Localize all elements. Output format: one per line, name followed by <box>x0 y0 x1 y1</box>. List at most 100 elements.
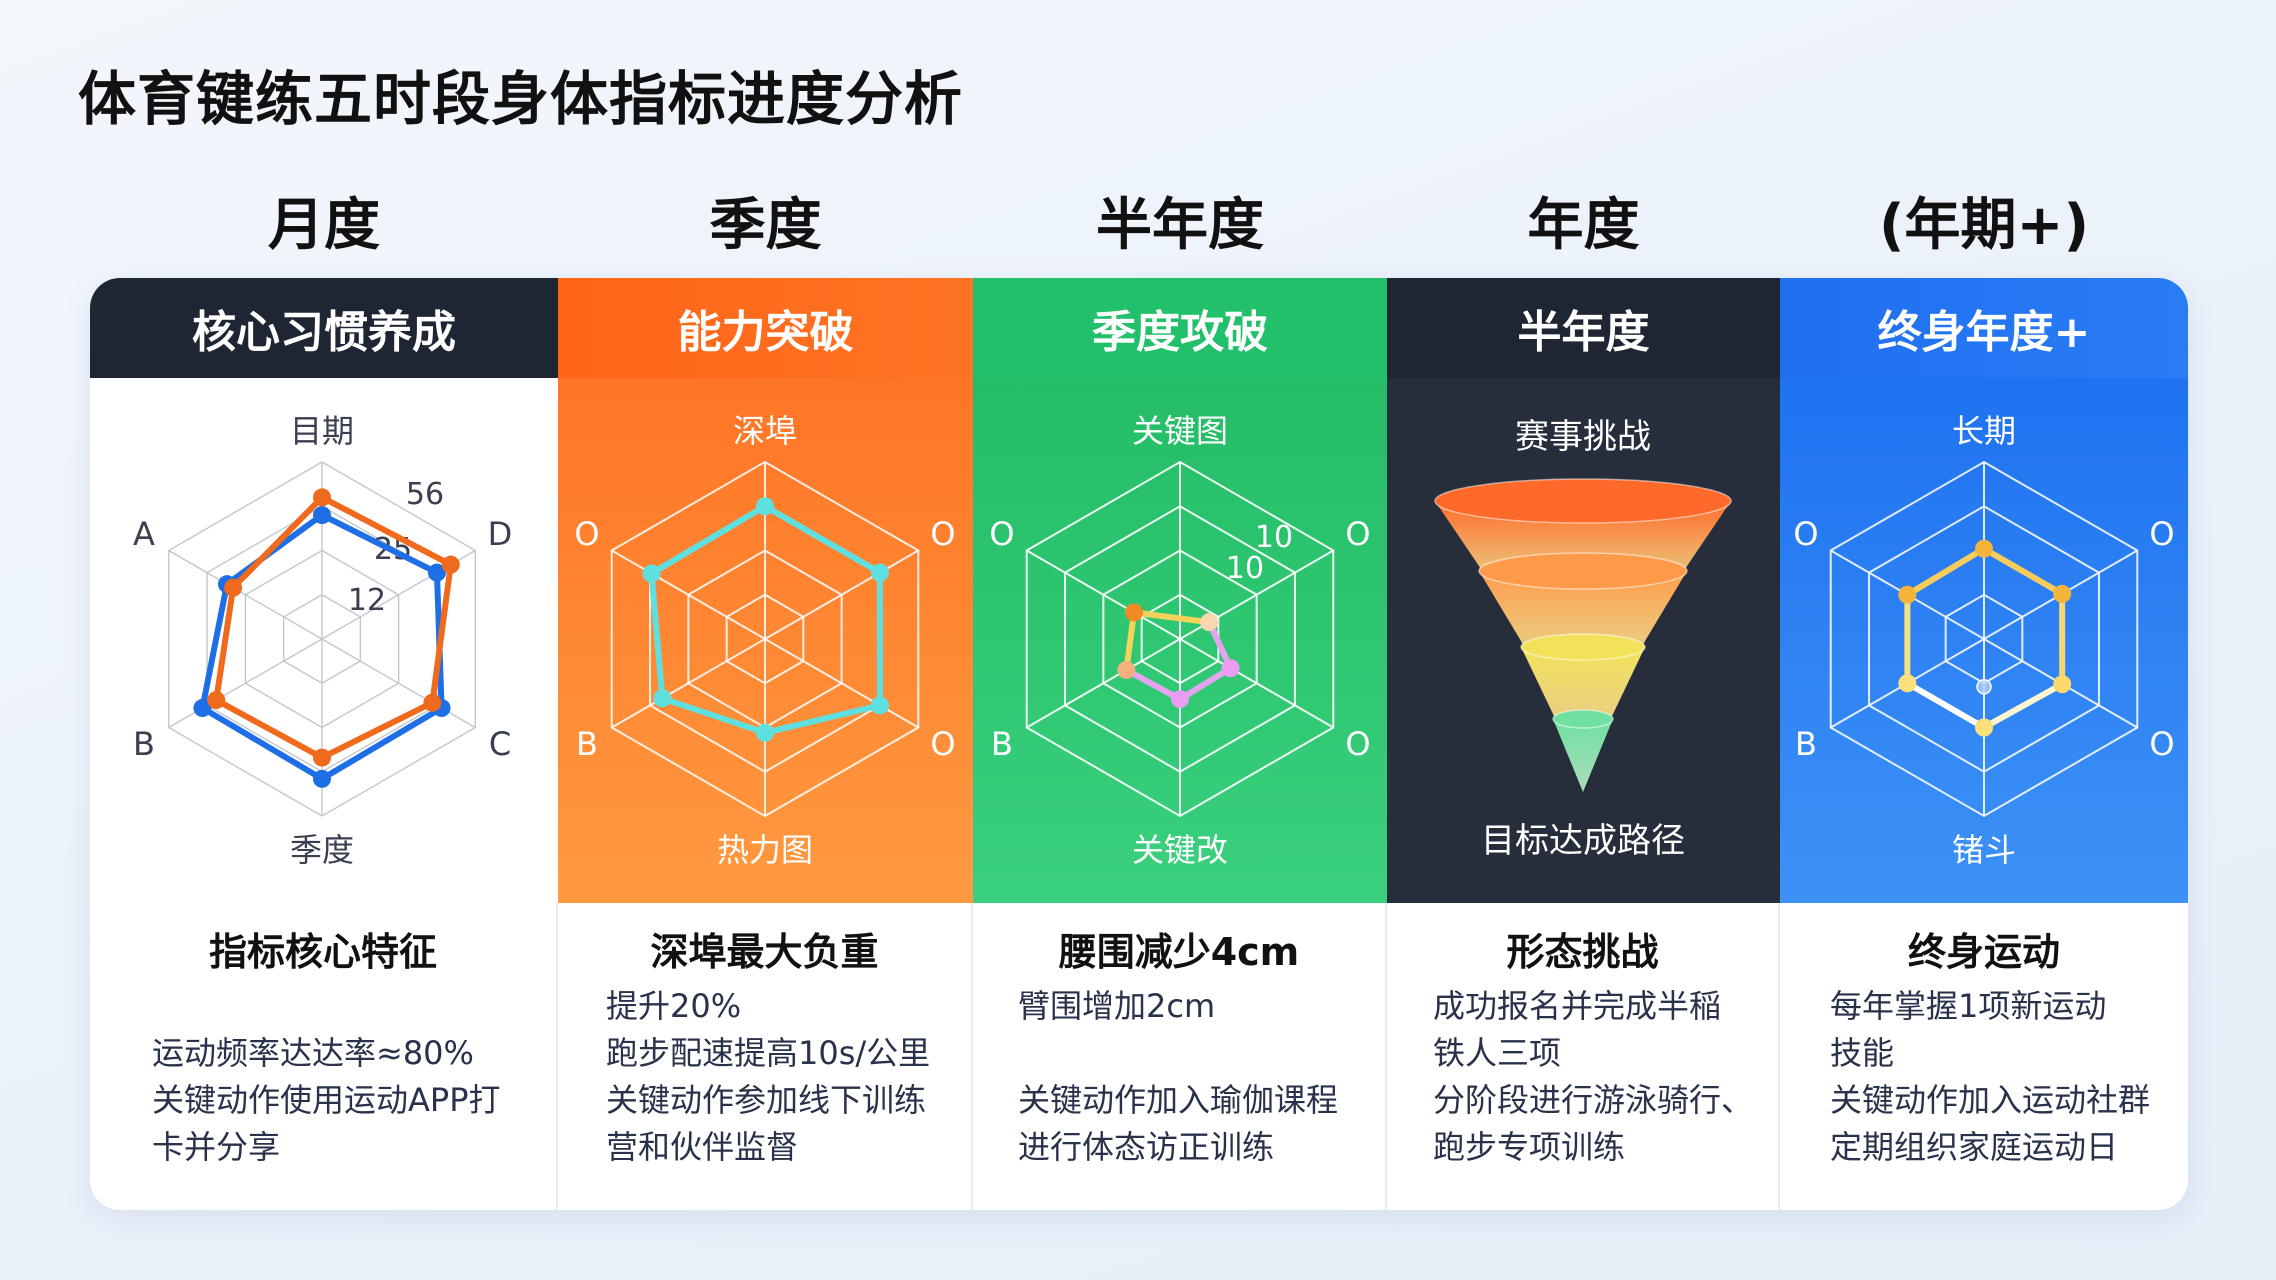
radar-series-line <box>659 695 768 736</box>
radar-axis-label: O <box>930 515 955 553</box>
radar-axis-label: 长期 <box>1952 412 2016 450</box>
funnel-stage <box>1479 571 1687 652</box>
radar-data-point <box>1117 660 1136 679</box>
card-line: 跑步专项训练 <box>1433 1128 1626 1166</box>
radar-data-point <box>2053 675 2072 694</box>
card-line: 分阶段进行游泳骑行、 <box>1433 1081 1754 1119</box>
card-line: 提升20% <box>606 987 742 1025</box>
funnel-stage <box>1521 647 1645 721</box>
radar-series-line <box>1131 609 1213 626</box>
radar-series-line <box>230 494 325 591</box>
card-line: 铁人三项 <box>1433 1034 1562 1072</box>
radar-axis-label: A <box>133 515 155 553</box>
radar-axis-label: B <box>576 725 598 763</box>
radar-data-point <box>193 699 212 718</box>
column-monthly: 核心习惯养成 目期DC季度BA562512 指标核心特征 运动频率达达率≈80%… <box>90 278 558 1210</box>
radar-axis-label: 关键图 <box>1132 412 1228 450</box>
page-title: 体育键练五时段身体指标进度分析 <box>78 65 964 133</box>
radar-axis-line <box>764 638 919 729</box>
card-line: 臂围增加2cm <box>1018 987 1216 1025</box>
funnel-bottom-label: 目标达成路径 <box>1481 821 1685 861</box>
card-line: 进行体态访正训练 <box>1018 1128 1275 1166</box>
radar-axis-label: O <box>930 725 955 763</box>
funnel-stage-top <box>1552 709 1614 729</box>
radar-data-point <box>427 563 446 582</box>
radar-axis-label: B <box>133 725 155 763</box>
card-line: 技能 <box>1830 1034 1895 1072</box>
radar-series-line <box>648 503 768 577</box>
radar-data-point <box>313 506 331 525</box>
radar-series-line <box>1123 609 1138 673</box>
radar-tick-label: 10 <box>1255 520 1293 555</box>
radar-data-point <box>756 497 774 516</box>
radar-series-line <box>1123 666 1183 703</box>
radar-data-point <box>1125 603 1144 622</box>
radar-axis-label: D <box>488 515 513 553</box>
card-line: 关键动作加入运动社群 <box>1830 1081 2151 1119</box>
radar-axis-label: 目期 <box>290 412 354 450</box>
radar-axis-line <box>611 638 766 729</box>
radar-series-line <box>1904 545 1987 598</box>
radar-data-point <box>441 555 460 574</box>
card-line: 关键动作参加线下训练 <box>606 1081 927 1119</box>
radar-data-point <box>870 563 889 582</box>
radar-data-point <box>1221 659 1240 678</box>
card-line: 营和伙伴监督 <box>606 1128 799 1166</box>
radar-tick-label: 10 <box>1226 551 1264 586</box>
radar-series-line <box>319 512 440 576</box>
radar-axis-label: O <box>1345 725 1370 763</box>
radar-series-line <box>648 570 666 702</box>
radar-axis-label: B <box>991 725 1013 763</box>
radar-axis-label: C <box>489 725 511 763</box>
radar-series-line <box>199 705 325 782</box>
card-line: 运动频率达达率≈80% <box>152 1034 474 1072</box>
radar-data-point <box>207 691 226 710</box>
card-line: 跑步配速提高10s/公里 <box>606 1034 931 1072</box>
card-title: 腰围减少4cm <box>1058 930 1300 974</box>
radar-data-point <box>756 723 774 742</box>
column-header: 季度攻破 <box>973 278 1387 378</box>
radar-chart: 目期DC季度BA562512 <box>133 412 513 869</box>
radar-data-point <box>423 693 442 712</box>
radar-series-line <box>1177 665 1234 703</box>
radar-data-point <box>1898 674 1917 693</box>
card-line: 卡并分享 <box>152 1128 281 1166</box>
radar-axis-label: O <box>2149 725 2174 763</box>
radar-tick-label: 12 <box>348 583 386 618</box>
period-heading-yearly: 年度 <box>1527 193 1640 258</box>
radar-data-point <box>1975 718 1993 737</box>
column-yearly: 半年度 赛事挑战目标达成路径 形态挑战 成功报名并完成半稲 铁人三项 分阶段进行… <box>1387 278 1780 1210</box>
card-line: 成功报名并完成半稲 <box>1433 987 1722 1025</box>
funnel-stage-top <box>1434 478 1732 524</box>
radar-axis-label: O <box>2149 515 2174 553</box>
radar-axis-label: B <box>1795 725 1817 763</box>
card-title: 指标核心特征 <box>208 930 437 974</box>
radar-axis-line <box>611 549 766 640</box>
radar-axis-line <box>168 638 323 729</box>
radar-data-point <box>313 488 331 507</box>
radar-axis-line <box>1026 638 1181 729</box>
info-card: 深埠最大负重 提升20% 跑步配速提高10s/公里 关键动作参加线下训练 营和伙… <box>558 903 973 1210</box>
radar-series-line <box>213 584 237 704</box>
period-heading-monthly: 月度 <box>268 193 380 258</box>
funnel-stage-top <box>1478 552 1688 590</box>
radar-axis-line <box>321 638 476 729</box>
card-line: 定期组织家庭运动日 <box>1830 1128 2119 1166</box>
radar-axis-label: O <box>1793 515 1818 553</box>
column-header: 终身年度+ <box>1780 278 2188 378</box>
period-heading-lifetime: (年期+) <box>1878 193 2090 258</box>
progress-table: 核心习惯养成 目期DC季度BA562512 指标核心特征 运动频率达达率≈80%… <box>90 278 2188 1210</box>
radar-axis-label: 深埠 <box>733 412 797 450</box>
radar-axis-label: 热力图 <box>717 831 813 869</box>
radar-axis-label: 季度 <box>290 831 354 869</box>
radar-axis-label: O <box>989 515 1014 553</box>
column-header: 核心习惯养成 <box>90 278 558 378</box>
